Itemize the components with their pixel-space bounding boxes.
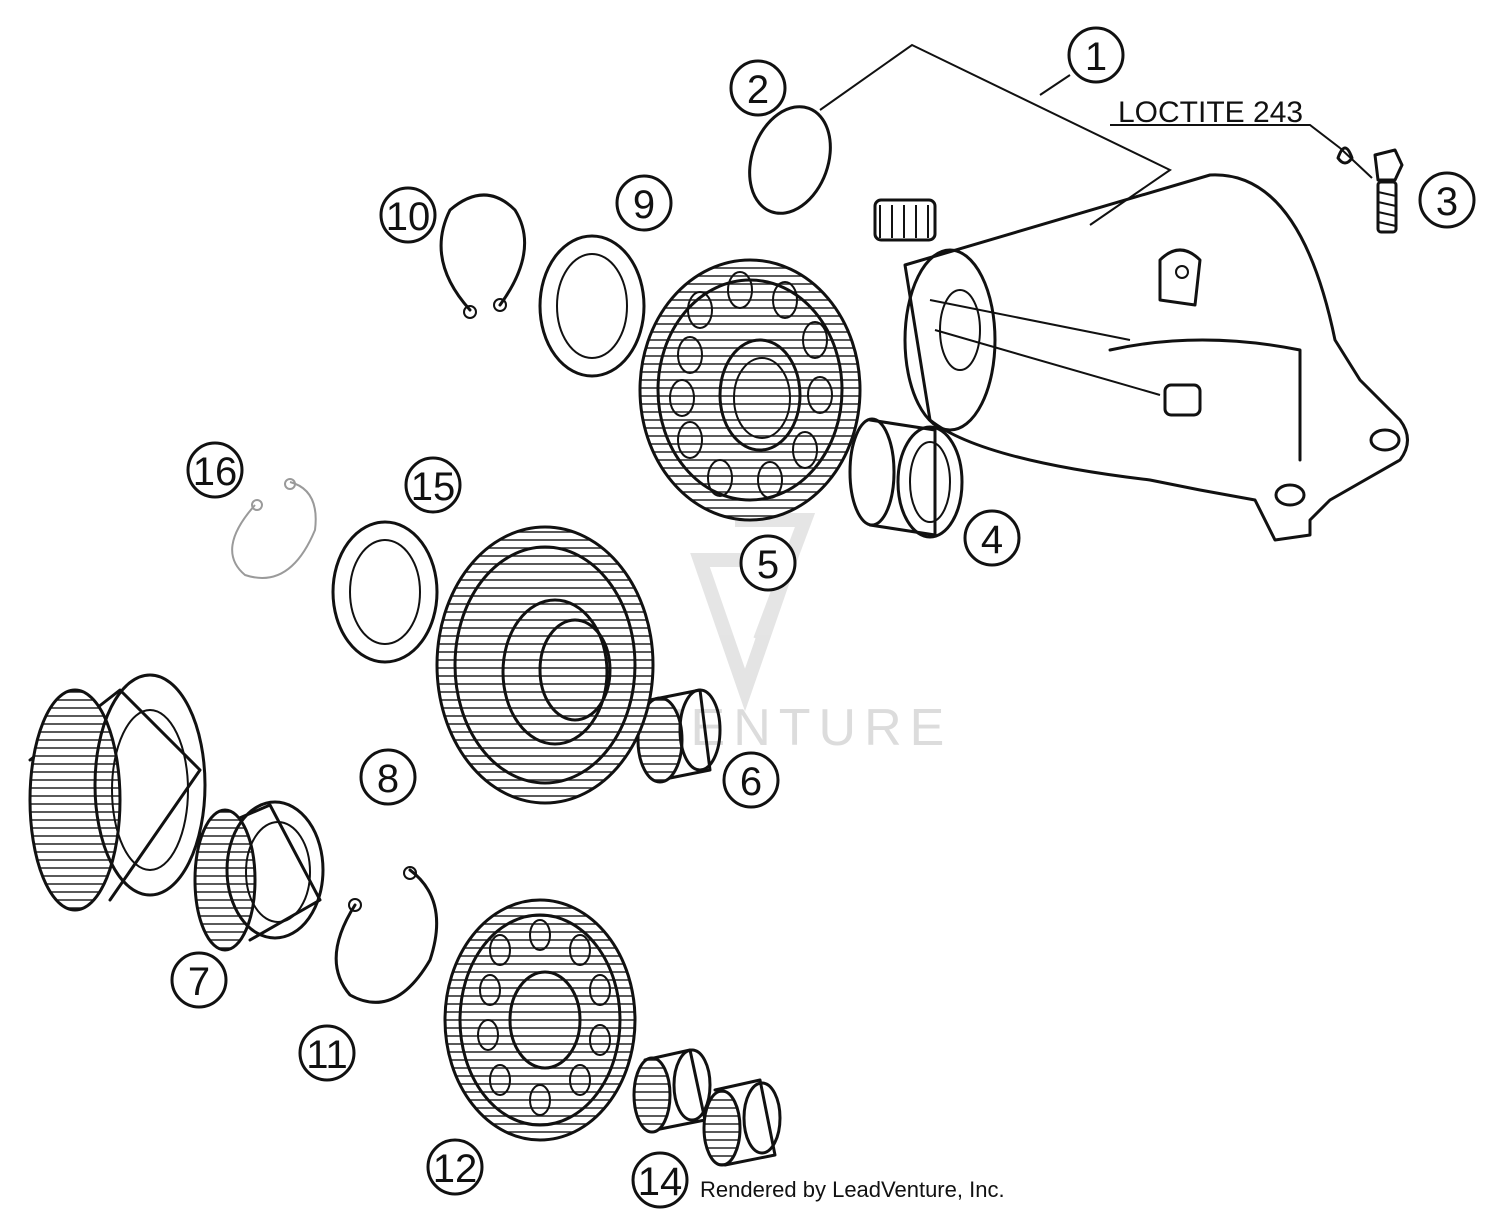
callout-5: 5	[739, 534, 797, 592]
callout-9: 9	[615, 174, 673, 232]
bushing-part	[848, 417, 964, 539]
svg-text:9: 9	[633, 183, 655, 227]
washer-lower	[331, 520, 439, 664]
washer-upper	[538, 234, 646, 378]
callout-12: 12	[426, 1138, 484, 1196]
starter-gear-large	[638, 258, 862, 522]
svg-text:1: 1	[1085, 35, 1107, 79]
svg-text:5: 5	[757, 543, 779, 587]
needle-bearing-upper	[636, 688, 722, 784]
svg-text:8: 8	[377, 757, 399, 801]
svg-text:15: 15	[411, 465, 456, 509]
callout-8: 8	[359, 748, 417, 806]
callout-16: 16	[186, 441, 244, 499]
circlip-part	[334, 866, 439, 1004]
needle-bearing-pair	[632, 1048, 782, 1167]
svg-text:14: 14	[638, 1160, 683, 1204]
callout-15: 15	[404, 456, 462, 514]
svg-text:16: 16	[193, 450, 238, 494]
starter-motor	[873, 173, 1409, 542]
callout-11: 11	[298, 1024, 356, 1082]
loctite-note: LOCTITE 243	[1118, 96, 1303, 129]
svg-text:2: 2	[747, 68, 769, 112]
callout-2: 2	[729, 59, 787, 117]
primary-gear-left	[28, 673, 207, 912]
freewheel-part	[193, 800, 325, 952]
retaining-ring-lower	[231, 478, 317, 579]
svg-text:4: 4	[981, 518, 1003, 562]
callout-14: 14	[631, 1151, 689, 1209]
callout-7: 7	[170, 951, 228, 1009]
leader-lines	[819, 43, 1373, 226]
bolt-part	[1336, 146, 1404, 234]
starter-gear-lower	[443, 898, 637, 1142]
callout-10: 10	[379, 186, 437, 244]
svg-text:12: 12	[433, 1147, 478, 1191]
svg-text:3: 3	[1436, 180, 1458, 224]
svg-text:11: 11	[306, 1033, 348, 1077]
intermediate-gear	[435, 525, 655, 805]
retaining-ring-upper	[439, 193, 527, 319]
callout-4: 4	[963, 509, 1021, 567]
svg-text:6: 6	[740, 760, 762, 804]
callout-6: 6	[722, 751, 780, 809]
credit-text: Rendered by LeadVenture, Inc.	[700, 1177, 1005, 1202]
o-ring-part	[748, 105, 832, 215]
svg-text:10: 10	[386, 195, 431, 239]
callout-1: 1	[1067, 26, 1125, 84]
callout-3: 3	[1418, 171, 1476, 229]
svg-text:7: 7	[188, 960, 210, 1004]
